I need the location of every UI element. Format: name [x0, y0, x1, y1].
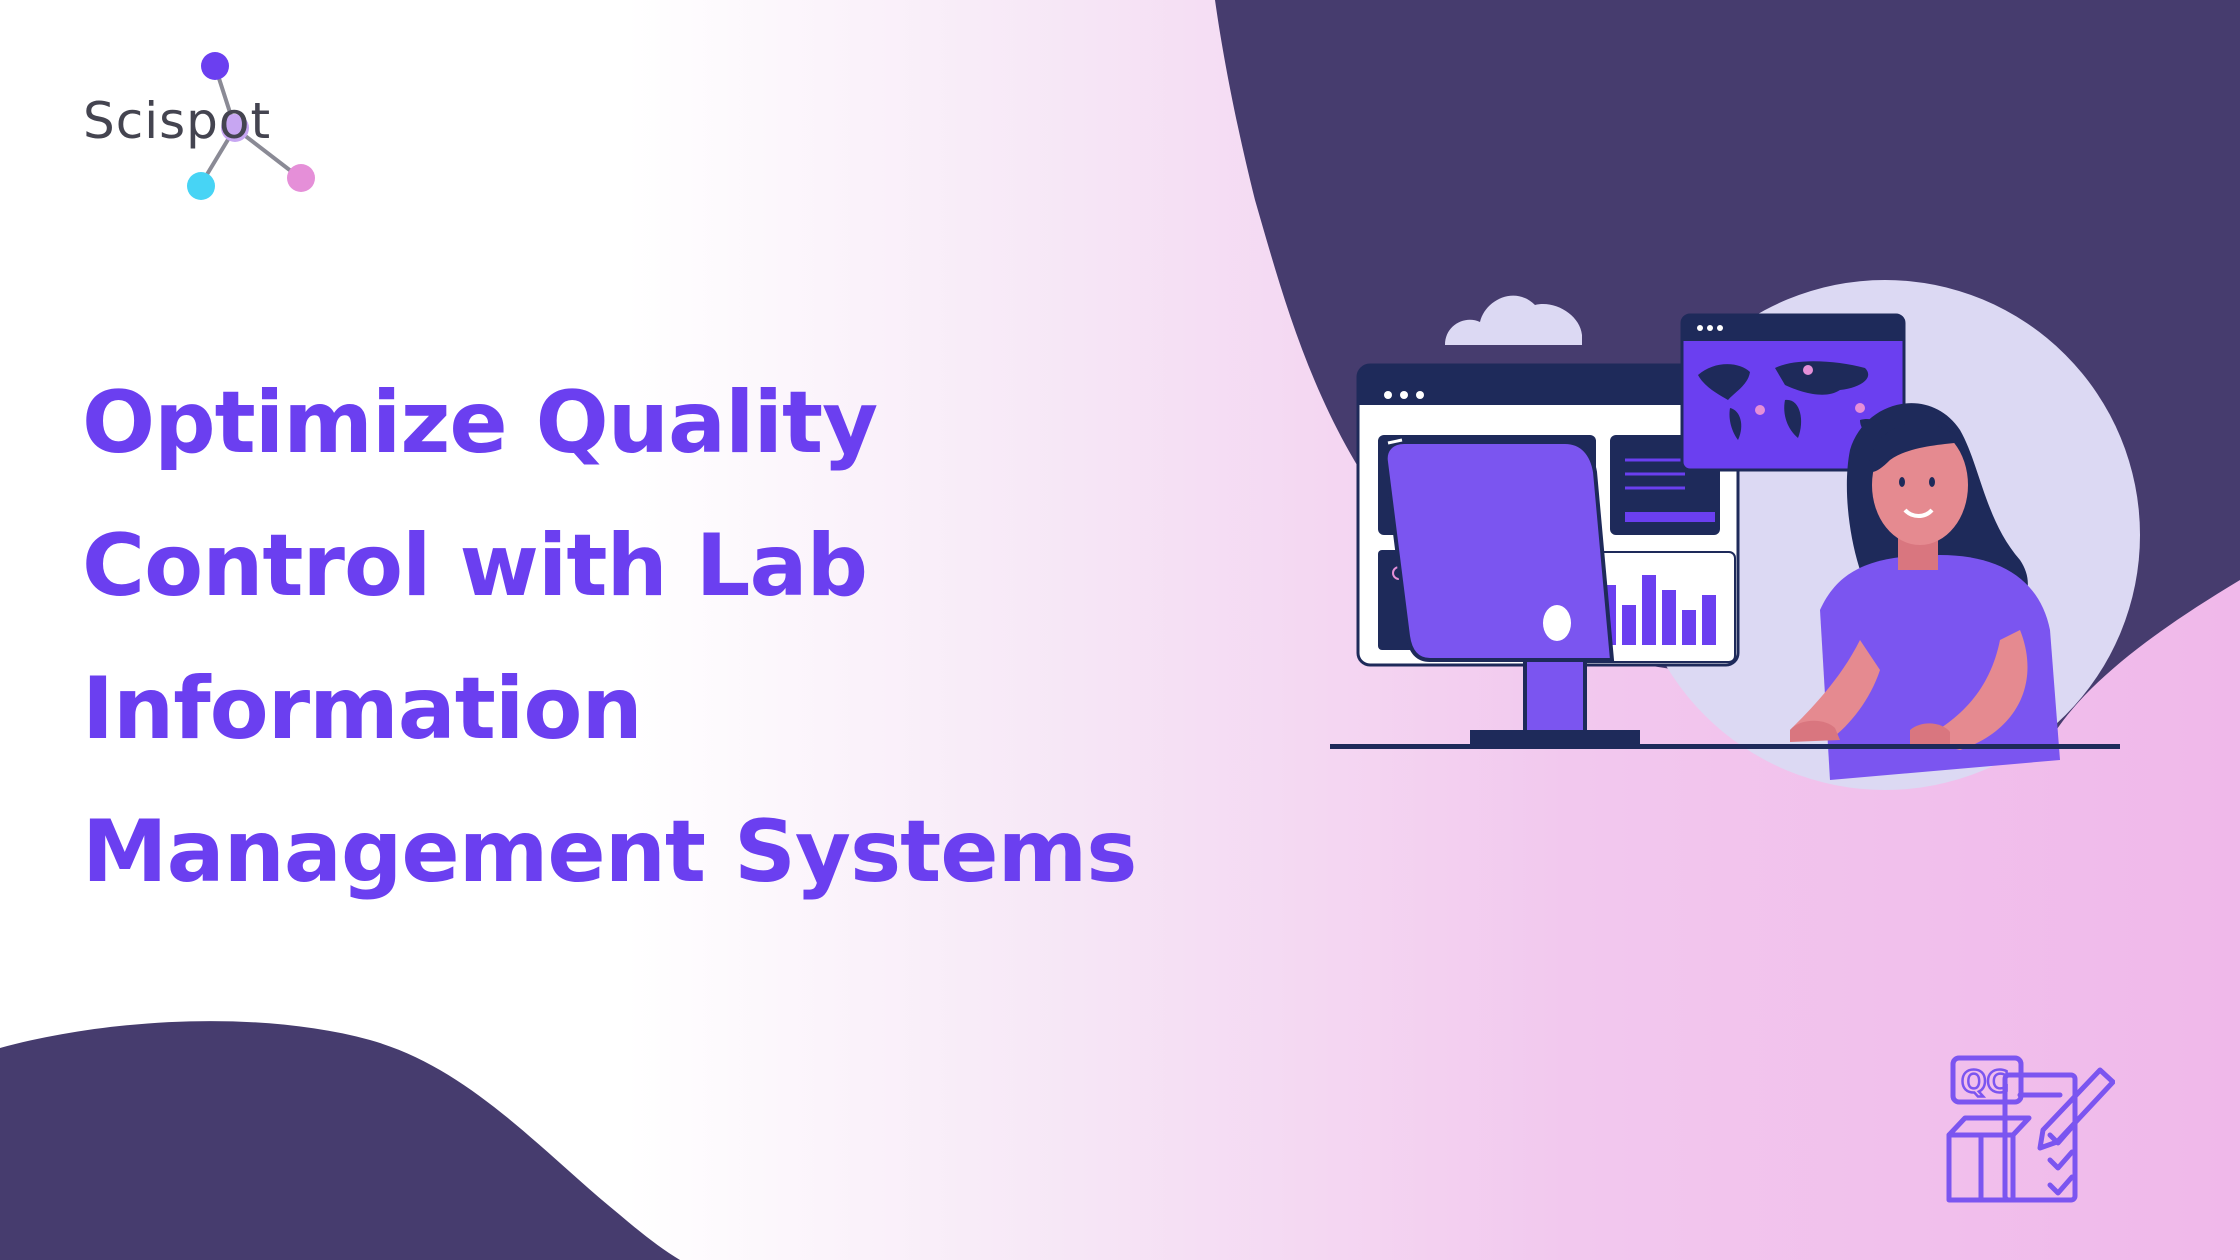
woman-figure: [1790, 403, 2060, 780]
cloud-icon: [1445, 295, 1582, 345]
woman-at-computer-illustration: [1330, 280, 2140, 790]
world-map-icon: [1680, 313, 1906, 472]
headline-line-1: Optimize Quality: [82, 373, 878, 473]
computer-monitor-icon: [1383, 438, 1640, 744]
qc-label: QC: [1961, 1065, 2009, 1100]
headline-line-3: Information: [82, 659, 643, 759]
headline-line-2: Control with Lab: [82, 516, 868, 616]
scispot-molecule-logo: [187, 52, 315, 200]
logo-wordmark: Scispot: [83, 92, 272, 150]
bottom-left-navy-blob: [0, 1021, 680, 1260]
desk-line: [1330, 744, 2120, 749]
qc-checklist-icon: QC: [1946, 1055, 2115, 1203]
headline-line-4: Management Systems: [82, 802, 1137, 902]
headline: Optimize Quality Control with Lab Inform…: [82, 352, 1242, 924]
